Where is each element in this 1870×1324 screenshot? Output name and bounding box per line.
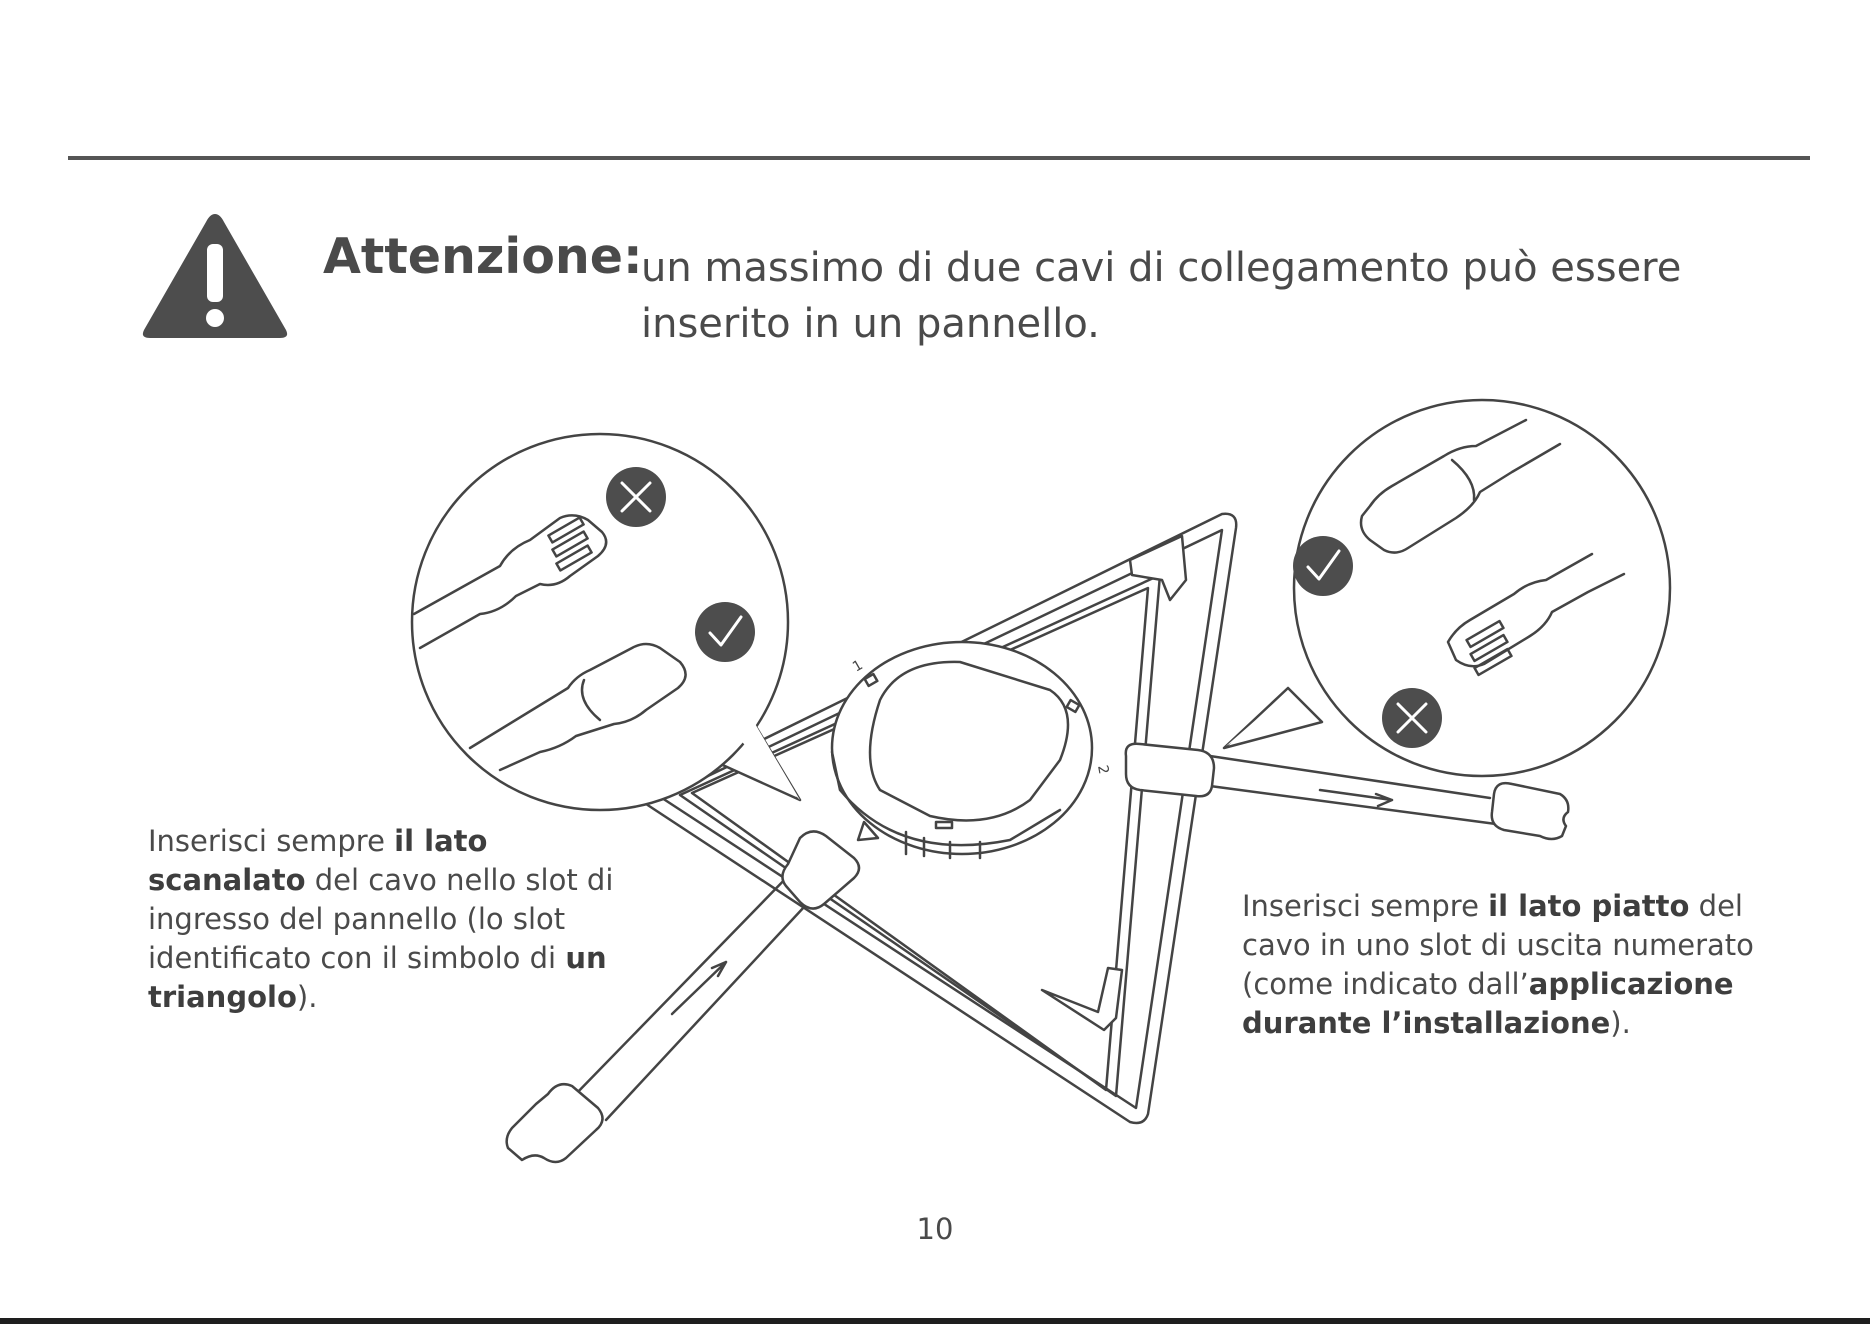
instruction-left: Inserisci sempre il lato scanalato del c… xyxy=(148,824,614,1014)
slot-label-2: 2 xyxy=(1094,764,1111,776)
warning-text: un massimo di due cavi di collegamento p… xyxy=(641,245,1682,347)
page-number: 10 xyxy=(916,1212,954,1246)
instruction-right: Inserisci sempre il lato piatto del cavo… xyxy=(1242,889,1754,1040)
slot-label-1: 1 xyxy=(850,657,866,675)
magnifier-left xyxy=(410,432,802,812)
header-rule xyxy=(68,156,1810,160)
cable-input xyxy=(505,830,861,1164)
warning-triangle-icon xyxy=(142,214,288,338)
check-mark-right-icon xyxy=(1293,536,1353,596)
warning-title: Attenzione: xyxy=(323,228,643,285)
magnifier-right xyxy=(1222,398,1672,778)
cable-output xyxy=(1124,742,1570,841)
input-triangle-mark xyxy=(856,820,880,842)
footer-bar xyxy=(0,1318,1870,1324)
panel-hub xyxy=(830,640,1094,860)
check-mark-left-icon xyxy=(695,602,755,662)
wrong-mark-right-icon xyxy=(1382,688,1442,748)
wrong-mark-left-icon xyxy=(606,467,666,527)
